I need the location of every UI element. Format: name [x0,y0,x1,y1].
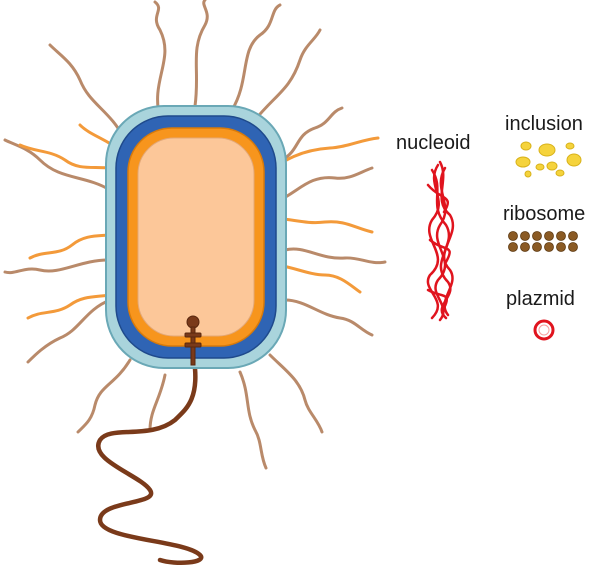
inclusion-icon [515,141,582,178]
ribosome-dot [568,231,578,241]
ribosome-dot [544,242,554,252]
nucleoid-label: nucleoid [396,132,471,154]
plazmid-label: plazmid [506,288,575,310]
ribosome-dot [568,242,578,252]
cytoplasm [137,137,255,337]
ribosome-dot [532,242,542,252]
bacterial-cell [105,105,287,369]
ribosome-label: ribosome [503,203,585,225]
ribosome-dot [556,242,566,252]
plazmid-icon [533,319,555,341]
ribosome-dot [556,231,566,241]
nucleoid-icon [426,160,455,322]
ribosome-icon [508,231,578,252]
ribosome-dot [520,242,530,252]
ribosome-dot [508,231,518,241]
ribosome-dot [508,242,518,252]
ribosome-dot [532,231,542,241]
inclusion-label: inclusion [505,113,583,135]
ribosome-dot [544,231,554,241]
flagellum [96,357,204,565]
ribosome-dot [520,231,530,241]
pili [3,0,387,470]
flagellum-basal-body [184,315,202,366]
